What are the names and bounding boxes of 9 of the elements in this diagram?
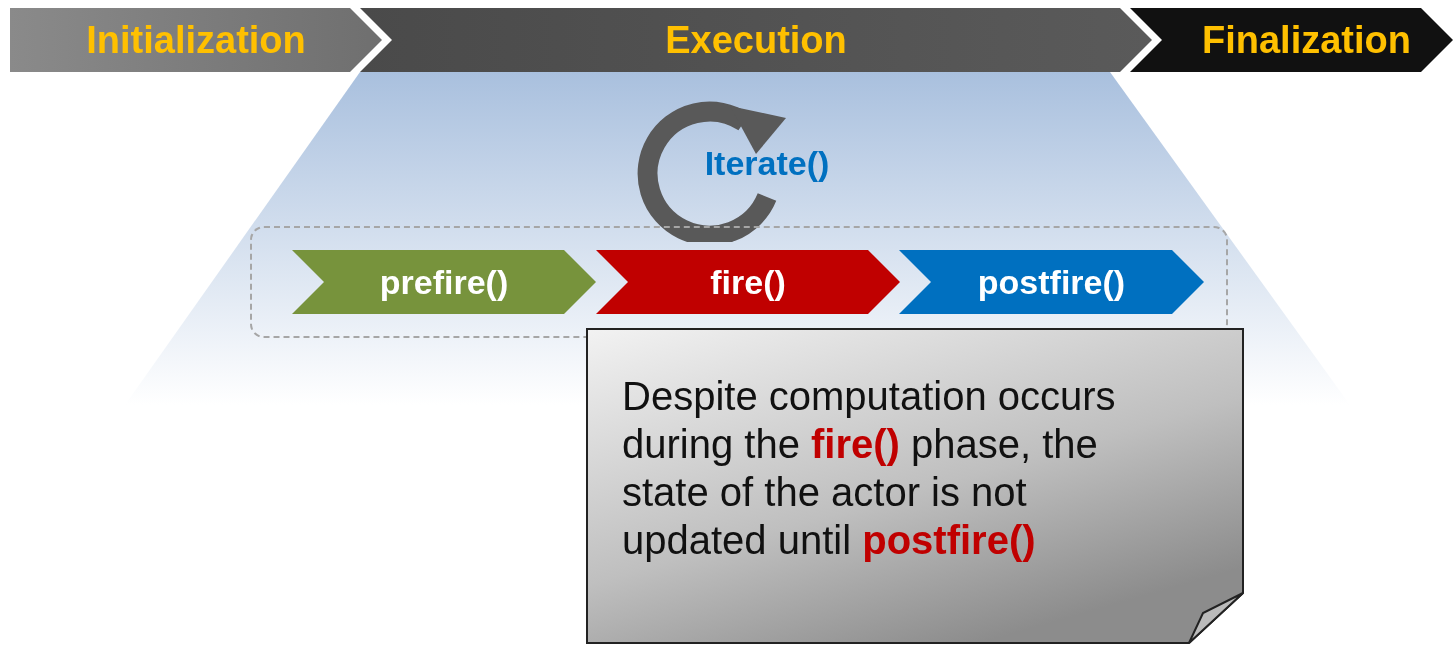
step-banner: prefire() [292, 250, 596, 314]
phase-banner: Initialization [10, 8, 382, 72]
note-card [586, 328, 1246, 644]
phase-banner: Execution [360, 8, 1152, 72]
phase-banner: Finalization [1130, 8, 1453, 72]
note-text: Despite computation occurs during the fire() phase, the state of the actor is not updated until postfire() [622, 373, 1117, 564]
step-banner: postfire() [899, 250, 1204, 314]
step-banner: fire() [596, 250, 900, 314]
iterate-label: Iterate() [682, 138, 852, 188]
